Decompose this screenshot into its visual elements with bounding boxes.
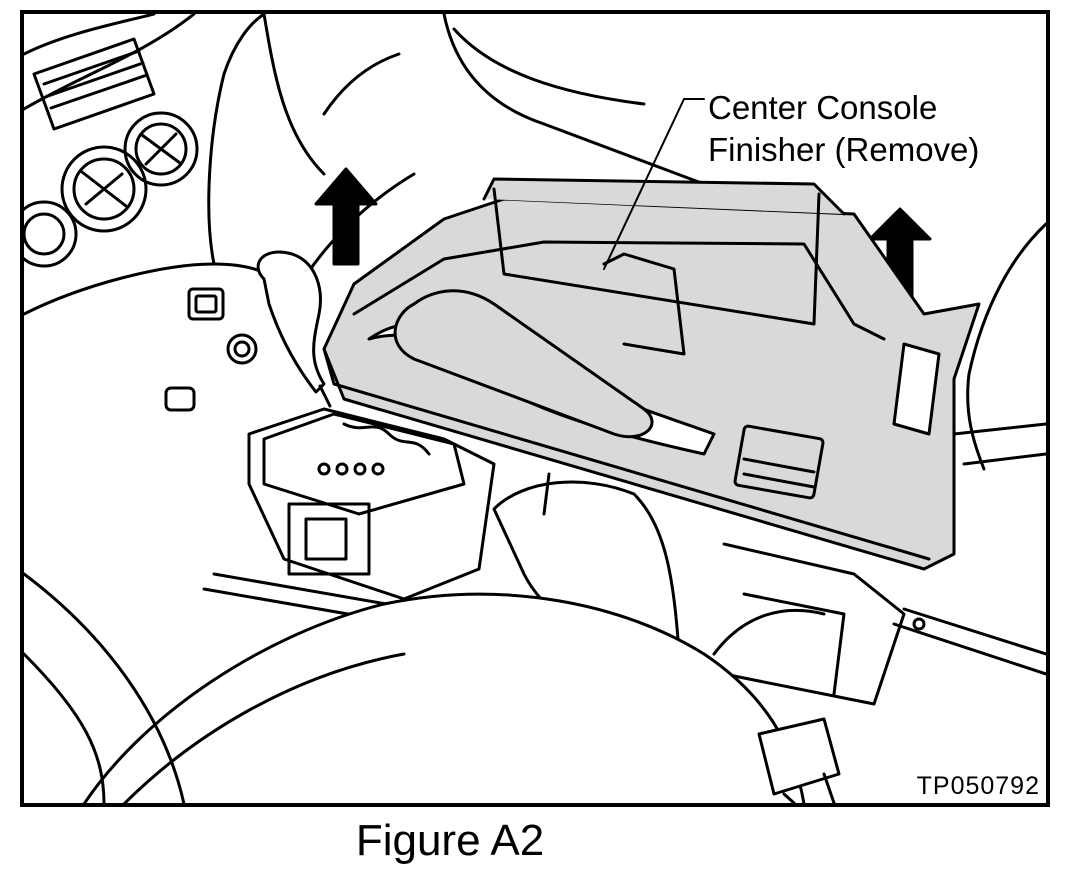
figure-frame: Center Console Finisher (Remove) TP05079… [20,10,1050,807]
shift-knob [256,250,332,408]
vent-grille [32,37,156,131]
vent-knob-left [60,145,148,233]
seat-belt-buckle [757,717,841,803]
arrow-up-icon [868,207,932,311]
callout-leader [603,98,685,270]
figure-code: TP050792 [914,772,1042,801]
seat [24,572,806,803]
console-illustration [24,14,1046,803]
callout-label-line-1: Center Console [708,89,938,126]
dash-switch [164,287,258,412]
figure-caption: Figure A2 [355,816,545,865]
console-body [712,542,1046,706]
right-trim-panel [952,222,1046,471]
center-console-finisher [322,177,981,571]
arrow-up-icon [314,167,378,266]
shifter-base [202,407,496,631]
vent-knob-right [123,111,199,187]
vent-knob-small [24,200,78,268]
callout-label-line-2: Finisher (Remove) [708,131,980,168]
